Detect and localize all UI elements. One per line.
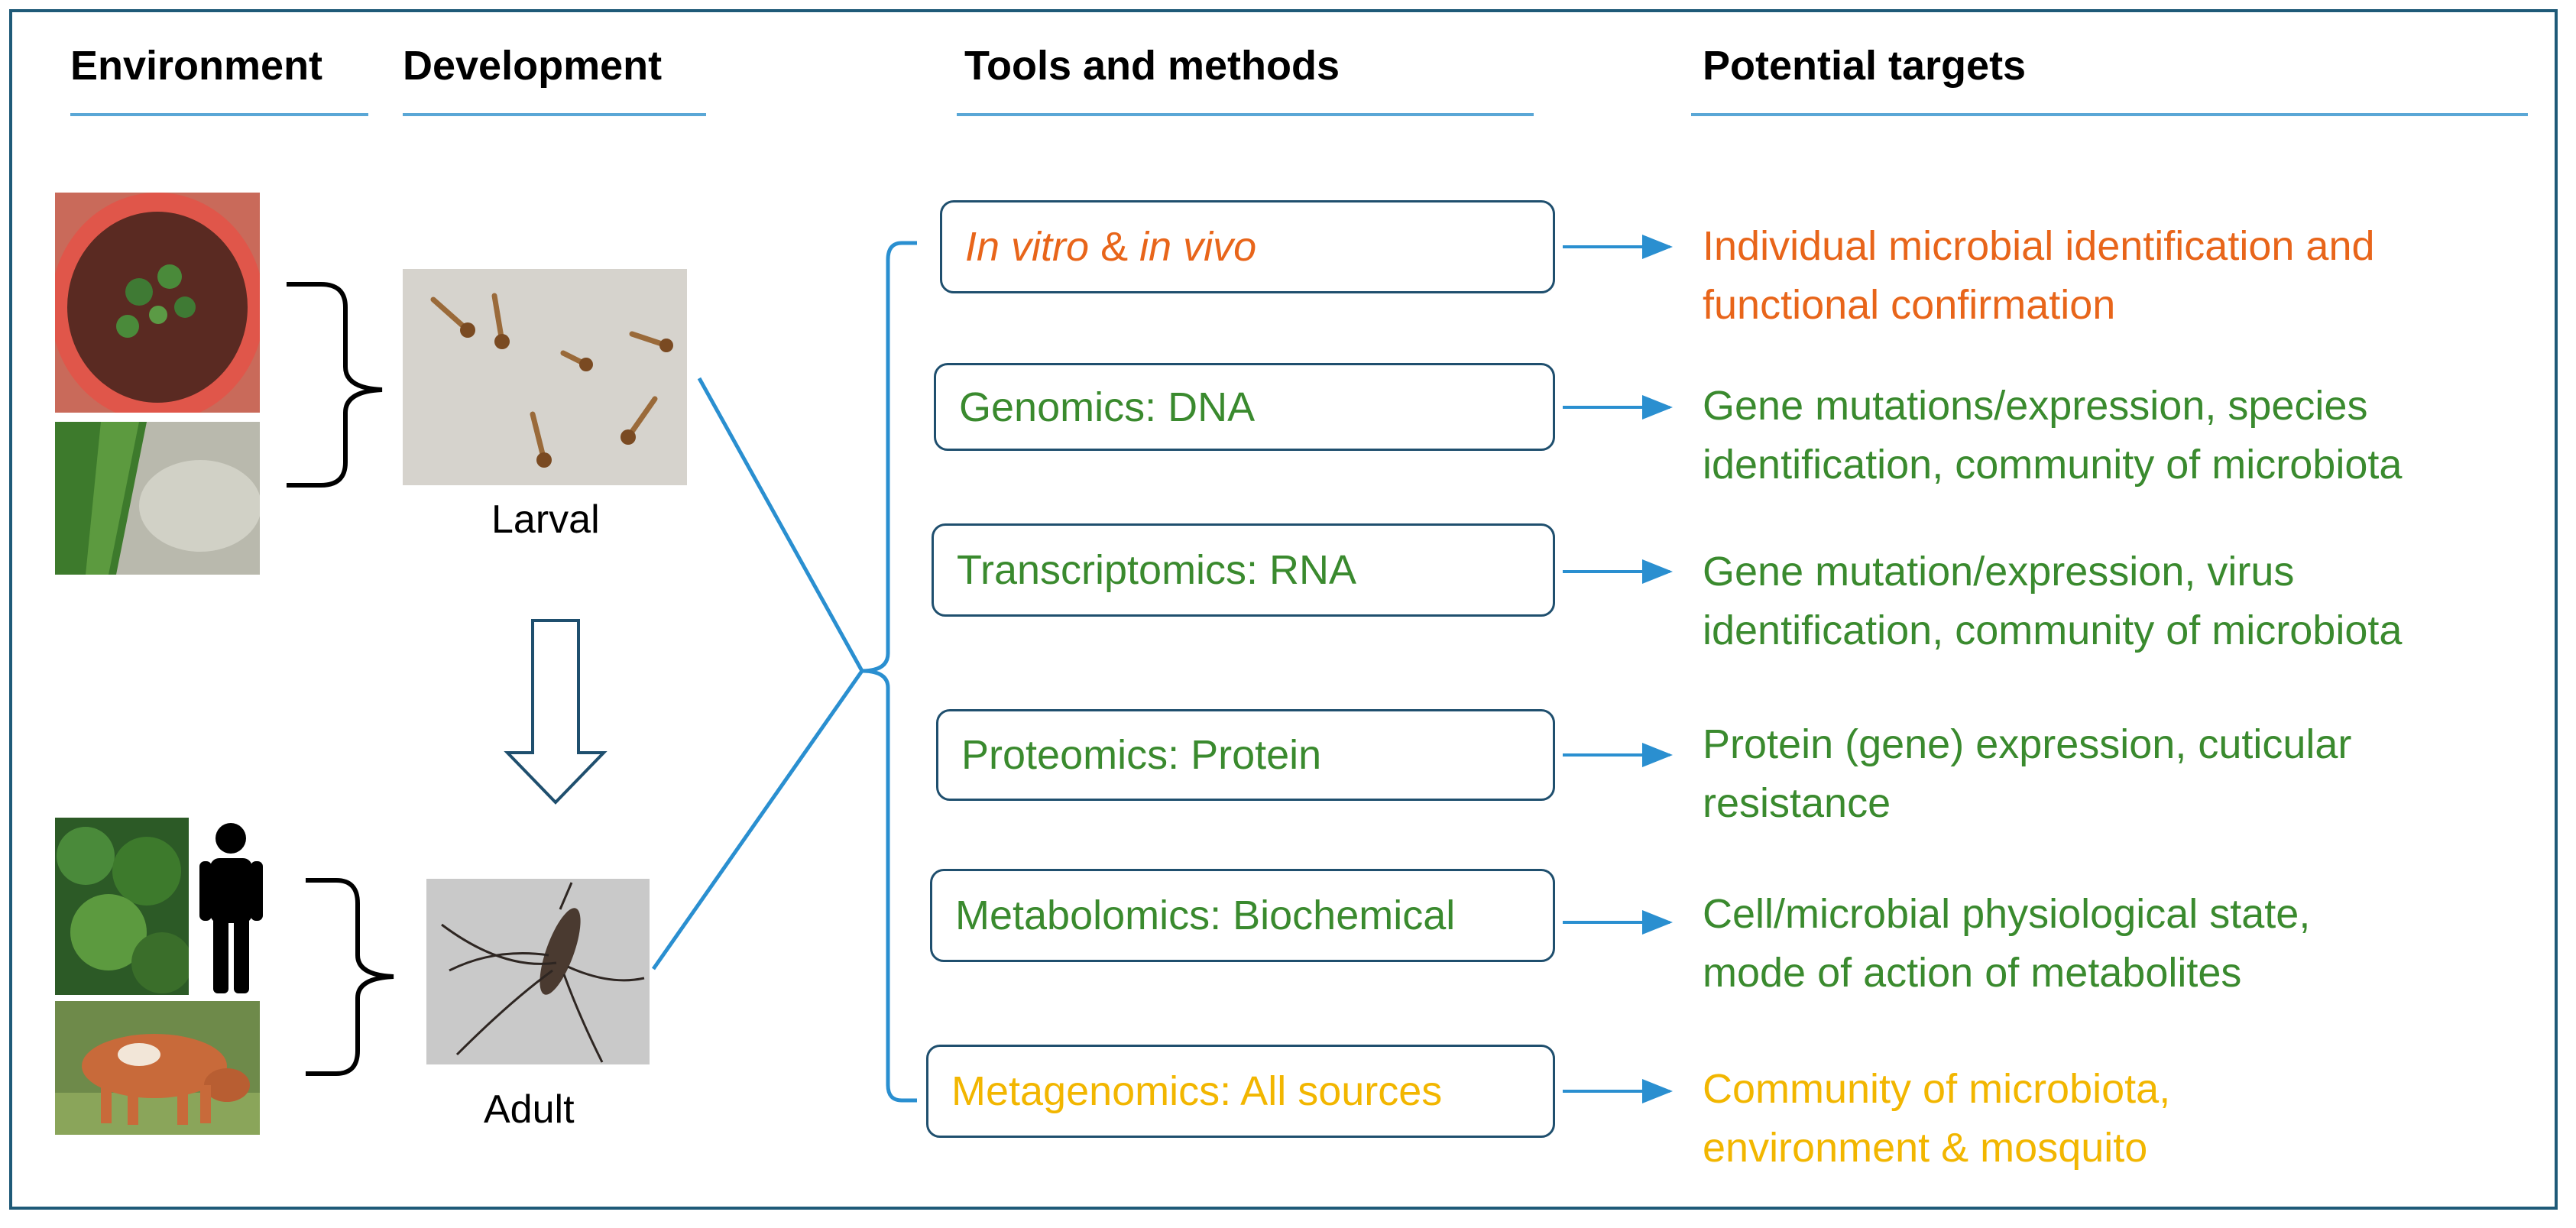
header-tools-and-methods: Tools and methods bbox=[964, 43, 1340, 89]
target-line: Individual microbial identification and bbox=[1703, 223, 2375, 269]
tool-in-vivo-label: in vivo bbox=[1139, 224, 1257, 270]
tool-box-genomics: Genomics: DNA bbox=[934, 363, 1555, 451]
target-text-gene-mutations: Gene mutations/expression, species ident… bbox=[1703, 377, 2402, 494]
header-potential-targets: Potential targets bbox=[1703, 43, 2027, 89]
target-line: Community of microbiota, bbox=[1703, 1066, 2171, 1112]
target-line: mode of action of metabolites bbox=[1703, 950, 2242, 996]
cow-photo bbox=[55, 1001, 260, 1135]
header-environment: Environment bbox=[70, 43, 323, 89]
tool-box-metagenomics: Metagenomics: All sources bbox=[926, 1045, 1555, 1138]
tool-in-vitro-label: In vitro bbox=[965, 224, 1090, 270]
target-text-cell-physiological: Cell/microbial physiological state, mode… bbox=[1703, 885, 2310, 1003]
target-line: Protein (gene) expression, cuticular bbox=[1703, 721, 2352, 767]
tool-box-proteomics: Proteomics: Protein bbox=[936, 709, 1555, 801]
puddle-photo bbox=[55, 422, 260, 575]
tool-genomics-label: Genomics: DNA bbox=[959, 384, 1256, 430]
tool-box-in-vitro-in-vivo: In vitro & in vivo bbox=[940, 200, 1555, 293]
target-line: Cell/microbial physiological state, bbox=[1703, 891, 2311, 937]
target-text-protein-expression: Protein (gene) expression, cuticular res… bbox=[1703, 715, 2351, 833]
header-underline-tools bbox=[957, 113, 1534, 116]
target-line: resistance bbox=[1703, 780, 1891, 826]
target-line: Gene mutations/expression, species bbox=[1703, 383, 2368, 429]
target-text-community-microbiota: Community of microbiota, environment & m… bbox=[1703, 1060, 2170, 1178]
tool-metagenomics-label: Metagenomics: All sources bbox=[951, 1068, 1443, 1114]
target-line: functional confirmation bbox=[1703, 282, 2116, 328]
stage-label-larval: Larval bbox=[491, 497, 600, 542]
tool-transcriptomics-label: Transcriptomics: RNA bbox=[957, 547, 1357, 593]
mosquito-photo bbox=[426, 879, 650, 1064]
header-underline-targets bbox=[1691, 113, 2528, 116]
tool-box-metabolomics: Metabolomics: Biochemical bbox=[930, 869, 1555, 962]
stage-label-adult: Adult bbox=[484, 1087, 575, 1132]
tool-metabolomics-label: Metabolomics: Biochemical bbox=[955, 893, 1456, 938]
figure-frame bbox=[9, 9, 2558, 1210]
target-line: identification, community of microbiota bbox=[1703, 608, 2403, 653]
tool-proteomics-label: Proteomics: Protein bbox=[961, 732, 1322, 778]
forest-photo bbox=[55, 818, 189, 995]
target-line: environment & mosquito bbox=[1703, 1125, 2148, 1171]
header-underline-environment bbox=[70, 113, 368, 116]
header-development: Development bbox=[403, 43, 663, 89]
target-text-gene-mutation-virus: Gene mutation/expression, virus identifi… bbox=[1703, 543, 2402, 660]
water-bucket-photo bbox=[55, 193, 260, 413]
larvae-photo bbox=[403, 269, 687, 485]
header-underline-development bbox=[403, 113, 706, 116]
target-text-individual-microbial: Individual microbial identification and … bbox=[1703, 217, 2375, 335]
human-silhouette-icon bbox=[195, 821, 267, 993]
tool-box-transcriptomics: Transcriptomics: RNA bbox=[932, 523, 1555, 617]
target-line: identification, community of microbiota bbox=[1703, 442, 2403, 488]
target-line: Gene mutation/expression, virus bbox=[1703, 549, 2295, 595]
tool-ampersand: & bbox=[1089, 224, 1140, 270]
